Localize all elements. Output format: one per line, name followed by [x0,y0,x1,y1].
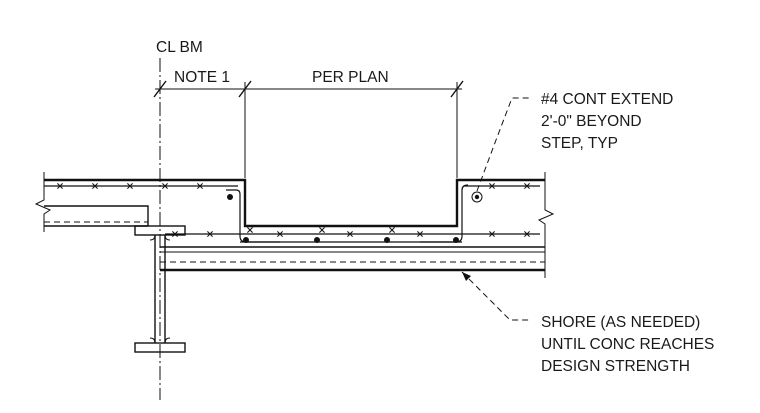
rebar-note-line-3: STEP, TYP [541,135,618,152]
shore-note-leader [461,271,532,321]
steel-beam [44,205,186,353]
wwr-x-mark [92,183,98,189]
wwr-x-mark [319,227,325,233]
metal-deck-lines [44,221,545,263]
wwr-x-mark [389,227,395,233]
shore-note-line-1: SHORE (AS NEEDED) [541,314,700,331]
rebar-note-line-2: 2'-0" BEYOND [541,113,642,130]
rebar-note-leader [476,97,530,192]
wwr-x-mark [57,183,63,189]
wwr-x-mark [347,231,353,237]
dimension-per-plan-label: PER PLAN [312,69,389,86]
wwr-x-mark [207,231,213,237]
wwr-x-mark [127,183,133,189]
wwr-x-mark [162,183,168,189]
shore-note-line-2: UNTIL CONC REACHES [541,336,714,353]
slab-outline [34,172,555,278]
wwr-x-mark [197,183,203,189]
wwr-x-mark [277,231,283,237]
rebar-dots [227,191,483,243]
dimension-note-label: NOTE 1 [174,69,230,86]
wwr-x-mark [417,231,423,237]
wwr-x-mark [489,183,495,189]
wwr-x-mark [489,231,495,237]
centerline-label: CL BM [156,39,203,56]
wwr-x-mark [524,183,530,189]
dimension-line [153,80,464,178]
top-wwr-marks [57,183,530,189]
shore-note-line-3: DESIGN STRENGTH [541,358,690,375]
wwr-x-mark [247,227,253,233]
wwr-x-mark [172,231,178,237]
rebar-note-line-1: #4 CONT EXTEND [541,91,673,108]
bottom-wwr-marks [172,227,530,237]
wwr-x-mark [524,231,530,237]
